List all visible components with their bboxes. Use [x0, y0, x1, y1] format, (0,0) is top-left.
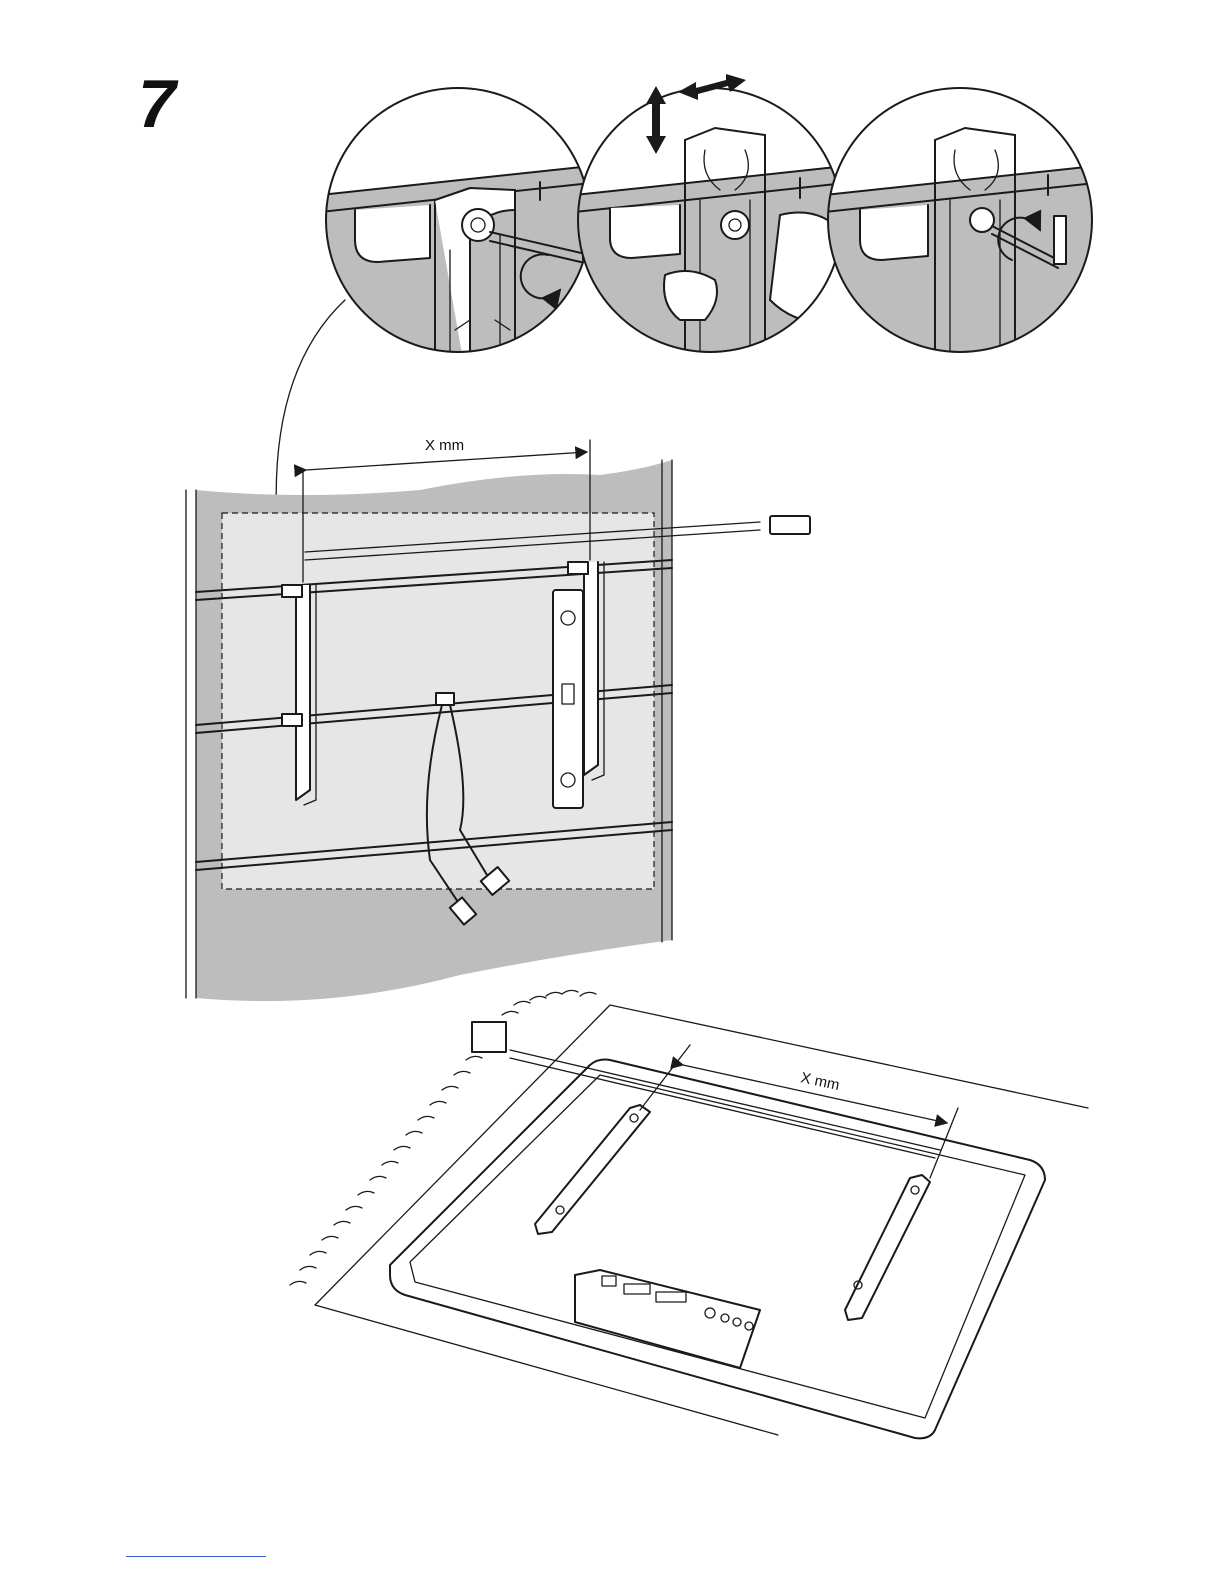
- step-number: 7: [138, 70, 176, 138]
- tv-back-view: X mm: [290, 990, 1088, 1438]
- wall-panel-view: X mm: [186, 437, 810, 1001]
- wall-spacing-label: X mm: [425, 437, 464, 454]
- tv-back: [390, 1060, 1045, 1439]
- left-bracket: [296, 585, 310, 800]
- right-bracket: [584, 562, 598, 775]
- detail-circle-adjust: [575, 80, 855, 400]
- detail-circle-lock: [825, 80, 1105, 400]
- detail-circle-tighten: [320, 80, 600, 400]
- tape-case: [770, 516, 810, 534]
- hand-thumb: [664, 271, 717, 320]
- allen-key-icon: [1054, 216, 1066, 264]
- tv-spacing-label: X mm: [799, 1069, 841, 1094]
- footer-rule: [126, 1556, 266, 1557]
- tape-case-tv: [472, 1022, 506, 1052]
- spirit-level-icon: [553, 590, 583, 808]
